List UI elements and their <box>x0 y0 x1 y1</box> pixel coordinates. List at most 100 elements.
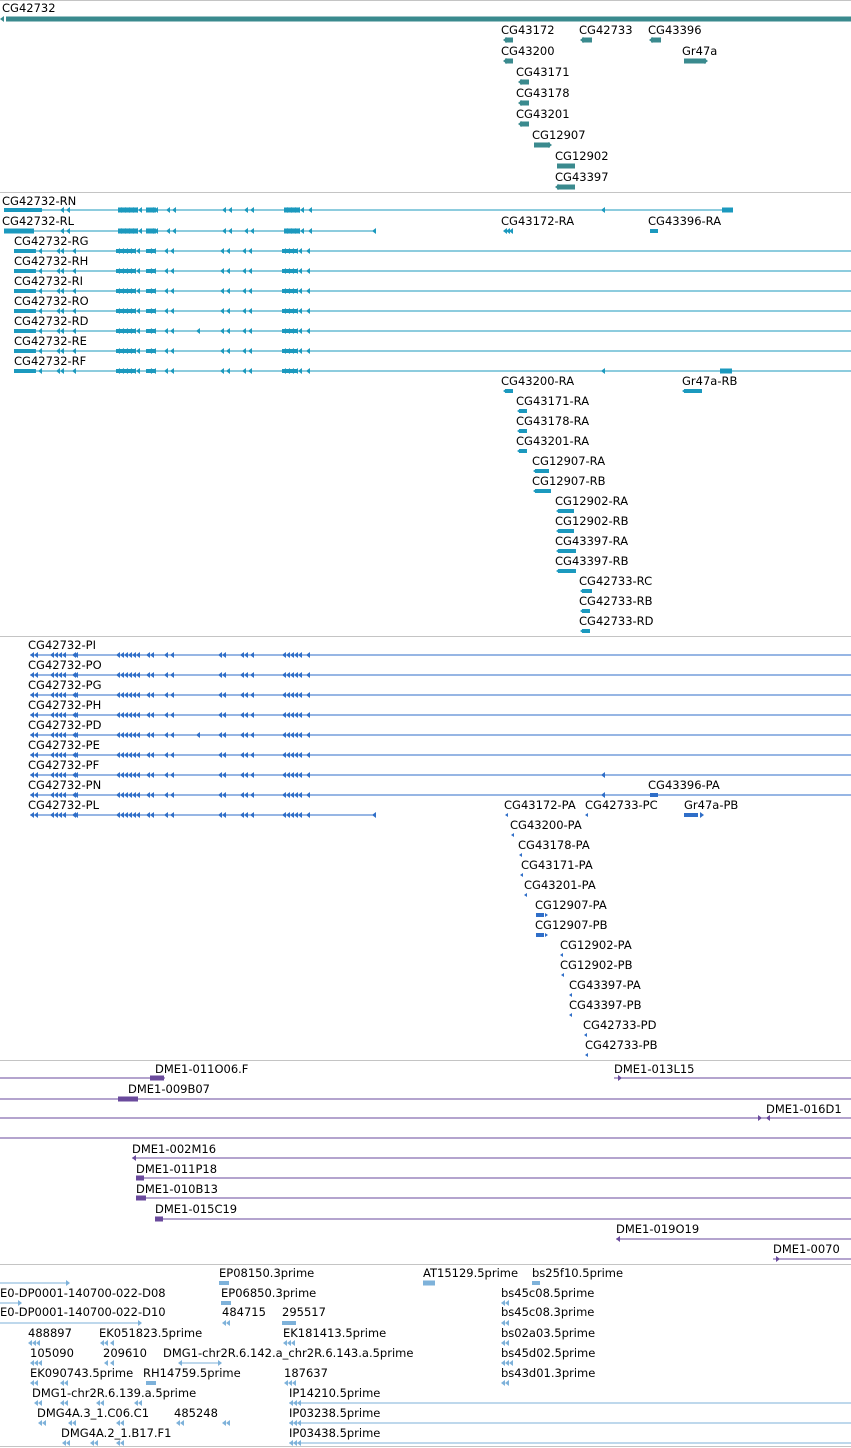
feature-label[interactable]: IP03238.5prime <box>289 1406 381 1420</box>
feature-label[interactable]: CG42733-RD <box>579 614 654 628</box>
exon-block[interactable] <box>4 228 34 234</box>
exon-block[interactable] <box>146 309 156 313</box>
feature-label[interactable]: bs45c08.5prime <box>501 1286 595 1300</box>
feature-label[interactable]: CG12902 <box>555 149 609 163</box>
exon-block[interactable] <box>558 509 574 513</box>
feature-label[interactable]: CG42732-RE <box>14 334 87 348</box>
exon-block[interactable] <box>284 207 300 213</box>
feature-label[interactable]: DME1-016D1 <box>766 1102 842 1116</box>
exon-block[interactable] <box>282 289 298 293</box>
feature-label[interactable]: CG42732-PI <box>28 638 97 652</box>
exon-block[interactable] <box>520 79 529 85</box>
feature-label[interactable]: CG42732-PE <box>28 738 100 752</box>
exon-block[interactable] <box>146 369 156 373</box>
feature-label[interactable]: EK181413.5prime <box>283 1326 387 1340</box>
exon-block[interactable] <box>536 913 544 917</box>
exon-block[interactable] <box>519 409 527 413</box>
feature-label[interactable]: CG42732-RD <box>14 314 89 328</box>
exon-block[interactable] <box>14 269 36 273</box>
feature-label[interactable]: DME1-009B07 <box>128 1082 210 1096</box>
feature-label[interactable]: CG42733-PC <box>585 798 658 812</box>
feature-label[interactable]: DME1-019O19 <box>616 1222 700 1236</box>
exon-block[interactable] <box>118 228 138 234</box>
exon-block[interactable] <box>146 1381 156 1385</box>
feature-label[interactable]: CG43171-RA <box>516 394 590 408</box>
feature-label[interactable]: 488897 <box>28 1326 72 1340</box>
feature-label[interactable]: CG42732-RO <box>14 294 89 308</box>
exon-block[interactable] <box>520 100 529 106</box>
exon-block[interactable] <box>532 1281 540 1285</box>
exon-block[interactable] <box>720 368 732 374</box>
exon-block[interactable] <box>14 249 36 253</box>
feature-label[interactable]: CG43171 <box>516 65 570 79</box>
feature-label[interactable]: Gr47a-RB <box>682 374 738 388</box>
feature-label[interactable]: CG42732-RL <box>2 214 75 228</box>
feature-label[interactable]: CG12907-RA <box>532 454 606 468</box>
feature-label[interactable]: CG42733-RC <box>579 574 653 588</box>
exon-block[interactable] <box>684 58 706 64</box>
feature-label[interactable]: CG42733-RB <box>579 594 653 608</box>
exon-block[interactable] <box>557 163 575 169</box>
feature-label[interactable]: CG12907-PA <box>535 898 607 912</box>
exon-block[interactable] <box>146 349 156 353</box>
exon-block[interactable] <box>116 369 136 373</box>
exon-block[interactable] <box>284 228 300 234</box>
exon-block[interactable] <box>557 184 575 190</box>
feature-label[interactable]: CG43178-RA <box>516 414 590 428</box>
exon-block[interactable] <box>155 1216 163 1222</box>
exon-block[interactable] <box>558 569 576 573</box>
exon-block[interactable] <box>146 289 156 293</box>
feature-label[interactable]: CG42732-PN <box>28 778 102 792</box>
exon-block[interactable] <box>146 207 156 213</box>
feature-label[interactable]: 209610 <box>103 1346 147 1360</box>
feature-label[interactable]: CG43200-PA <box>510 818 582 832</box>
exon-block[interactable] <box>282 329 298 333</box>
exon-block[interactable] <box>535 469 549 473</box>
exon-block[interactable] <box>650 793 658 797</box>
feature-label[interactable]: CG43201-RA <box>516 434 590 448</box>
feature-label[interactable]: AT15129.5prime <box>423 1266 519 1280</box>
exon-block[interactable] <box>146 249 156 253</box>
exon-block[interactable] <box>423 1280 435 1286</box>
feature-label[interactable]: Gr47a <box>682 44 718 58</box>
exon-block[interactable] <box>146 329 156 333</box>
feature-label[interactable]: CG42733-PB <box>585 1038 658 1052</box>
feature-label[interactable]: CG12902-RA <box>555 494 629 508</box>
feature-label[interactable]: CG42732-RN <box>2 194 77 208</box>
feature-label[interactable]: CG12902-PB <box>560 958 633 972</box>
exon-block[interactable] <box>505 37 513 43</box>
exon-block[interactable] <box>150 1075 164 1081</box>
feature-label[interactable]: CG42732-RH <box>14 254 89 268</box>
exon-block[interactable] <box>6 16 851 22</box>
feature-label[interactable]: DMG1-chr2R.6.139.a.5prime <box>32 1386 197 1400</box>
feature-label[interactable]: EP06850.3prime <box>221 1286 317 1300</box>
feature-label[interactable]: Gr47a-PB <box>684 798 739 812</box>
exon-block[interactable] <box>146 228 156 234</box>
feature-label[interactable]: E0-DP0001-140700-022-D10 <box>0 1305 166 1319</box>
exon-block[interactable] <box>651 37 661 43</box>
exon-block[interactable] <box>14 289 36 293</box>
feature-label[interactable]: CG42732-PH <box>28 698 102 712</box>
feature-label[interactable]: CG42732-RG <box>14 234 89 248</box>
feature-label[interactable]: CG42732-RI <box>14 274 84 288</box>
feature-label[interactable]: CG12907-RB <box>532 474 606 488</box>
feature-label[interactable]: CG42733 <box>579 23 633 37</box>
exon-block[interactable] <box>221 1301 231 1305</box>
exon-block[interactable] <box>14 349 36 353</box>
exon-block[interactable] <box>582 629 590 633</box>
feature-label[interactable]: CG43201 <box>516 107 570 121</box>
exon-block[interactable] <box>535 489 551 493</box>
feature-label[interactable]: CG43397 <box>555 170 609 184</box>
exon-block[interactable] <box>582 37 592 43</box>
feature-label[interactable]: 187637 <box>284 1366 328 1380</box>
feature-label[interactable]: 295517 <box>282 1305 326 1319</box>
exon-block[interactable] <box>558 529 574 533</box>
exon-block[interactable] <box>684 813 698 817</box>
feature-label[interactable]: CG42732-PD <box>28 718 102 732</box>
feature-label[interactable]: bs45c08.3prime <box>501 1305 595 1319</box>
feature-label[interactable]: bs43d01.3prime <box>501 1366 596 1380</box>
exon-block[interactable] <box>136 1175 144 1181</box>
feature-label[interactable]: 485248 <box>174 1406 218 1420</box>
feature-label[interactable]: IP03438.5prime <box>289 1426 381 1440</box>
exon-block[interactable] <box>116 269 136 273</box>
